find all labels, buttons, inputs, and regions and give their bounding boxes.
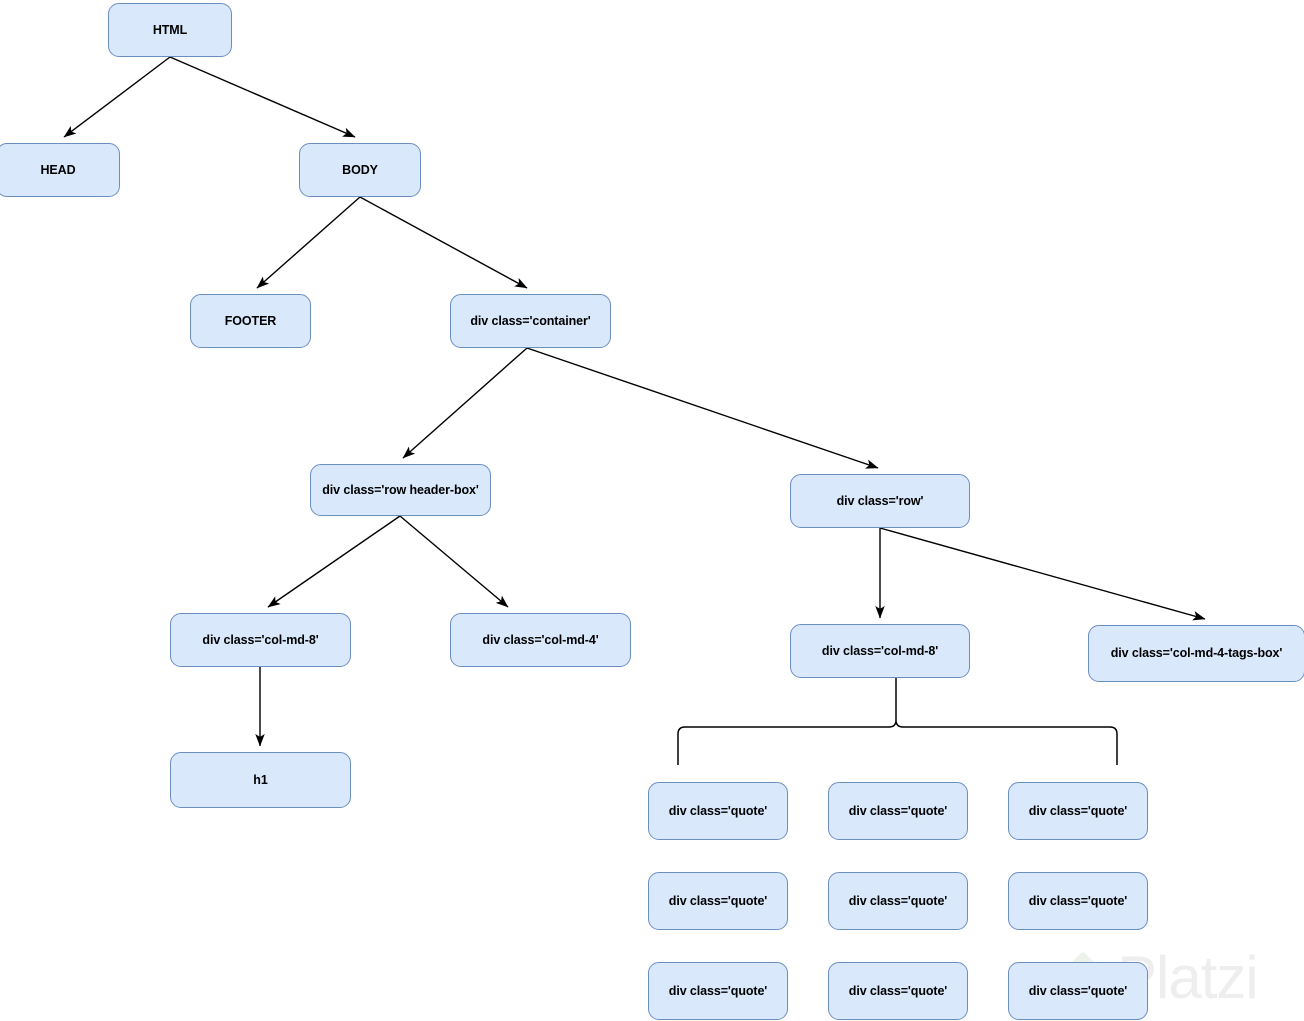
node-label: div class='col-md-8': [821, 643, 939, 658]
node-label: h1: [253, 772, 268, 787]
node-label: div class='quote': [1028, 803, 1128, 818]
node-label: div class='quote': [848, 893, 948, 908]
node-label: HEAD: [40, 162, 76, 177]
node-div-quote-3[interactable]: div class='quote': [1008, 782, 1148, 840]
node-body[interactable]: BODY: [299, 143, 421, 197]
node-div-quote-1[interactable]: div class='quote': [648, 782, 788, 840]
node-label: div class='quote': [848, 803, 948, 818]
node-label: div class='container': [470, 313, 591, 328]
node-div-quote-5[interactable]: div class='quote': [828, 872, 968, 930]
node-label: BODY: [342, 162, 378, 177]
node-label: div class='col-md-4-tags-box': [1110, 646, 1283, 660]
edge-container-rowheaderbox: [402, 347, 528, 459]
node-div-container[interactable]: div class='container': [450, 294, 611, 348]
node-div-col-md-4[interactable]: div class='col-md-4': [450, 613, 631, 667]
node-div-col-md-8-left[interactable]: div class='col-md-8': [170, 613, 351, 667]
node-div-quote-4[interactable]: div class='quote': [648, 872, 788, 930]
node-label: div class='quote': [848, 983, 948, 998]
node-label: div class='quote': [1028, 893, 1128, 908]
node-footer[interactable]: FOOTER: [190, 294, 311, 348]
node-label: div class='row header-box': [322, 482, 479, 497]
edge-row-colmd4tagsbox: [879, 527, 1206, 621]
node-div-quote-8[interactable]: div class='quote': [828, 962, 968, 1020]
node-label: div class='row': [836, 493, 924, 508]
edge-body-footer: [256, 196, 361, 289]
node-div-quote-6[interactable]: div class='quote': [1008, 872, 1148, 930]
edge-html-head: [63, 56, 171, 138]
node-label: div class='quote': [668, 803, 768, 818]
node-label: div class='quote': [1028, 983, 1128, 998]
node-html[interactable]: HTML: [108, 3, 232, 57]
node-div-col-md-8-right[interactable]: div class='col-md-8': [790, 624, 970, 678]
node-label: div class='quote': [668, 983, 768, 998]
node-div-row[interactable]: div class='row': [790, 474, 970, 528]
node-label: HTML: [152, 22, 188, 37]
node-head[interactable]: HEAD: [0, 143, 120, 197]
node-div-col-md-4-tags-box[interactable]: div class='col-md-4-tags-box': [1088, 625, 1304, 682]
node-div-quote-7[interactable]: div class='quote': [648, 962, 788, 1020]
edge-container-row: [526, 347, 879, 469]
node-label: div class='col-md-8': [202, 632, 319, 647]
node-div-quote-2[interactable]: div class='quote': [828, 782, 968, 840]
node-h1[interactable]: h1: [170, 752, 351, 808]
node-label: div class='quote': [668, 893, 768, 908]
edge-html-body: [169, 56, 356, 138]
node-label: div class='col-md-4': [482, 632, 599, 647]
node-div-quote-9[interactable]: div class='quote': [1008, 962, 1148, 1020]
edge-rowheaderbox-colmd8: [267, 515, 401, 608]
edge-body-container: [359, 196, 528, 289]
node-label: FOOTER: [224, 313, 277, 328]
node-div-row-header-box[interactable]: div class='row header-box': [310, 464, 491, 516]
edge-bracket-quotes: [677, 678, 1118, 765]
edge-rowheaderbox-colmd4: [399, 515, 509, 608]
